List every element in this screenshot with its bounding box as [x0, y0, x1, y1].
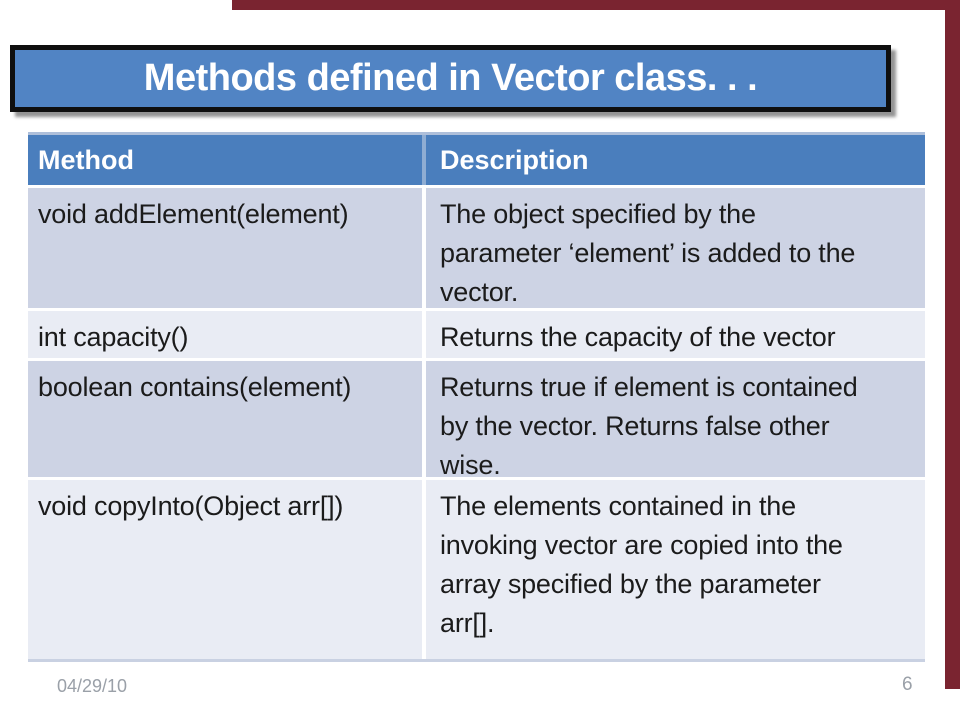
footer-page-number: 6 — [902, 674, 913, 695]
table-row: boolean contains(element) Returns true i… — [28, 361, 925, 477]
top-accent-bar — [232, 0, 960, 10]
table-header-row: Method Description — [28, 135, 925, 185]
methods-table: Method Description void addElement(eleme… — [28, 132, 925, 662]
column-header-description: Description — [426, 135, 925, 185]
method-cell: void addElement(element) — [28, 188, 422, 308]
method-cell: void copyInto(Object arr[]) — [28, 480, 422, 659]
method-cell: int capacity() — [28, 311, 422, 358]
table-row: int capacity() Returns the capacity of t… — [28, 311, 925, 358]
right-accent-bar — [945, 0, 960, 689]
footer-date: 04/29/10 — [57, 676, 128, 696]
table-row: void copyInto(Object arr[]) The elements… — [28, 480, 925, 659]
slide-title-box: Methods defined in Vector class. . . — [10, 45, 891, 112]
description-cell: The object specified by the parameter ‘e… — [426, 188, 925, 308]
column-header-method: Method — [28, 135, 422, 185]
description-cell: Returns true if element is contained by … — [426, 361, 925, 477]
method-cell: boolean contains(element) — [28, 361, 422, 477]
description-cell: Returns the capacity of the vector — [426, 311, 925, 358]
description-cell: The elements contained in the invoking v… — [426, 480, 925, 659]
table-row: void addElement(element) The object spec… — [28, 188, 925, 308]
slide-title: Methods defined in Vector class. . . — [143, 57, 758, 99]
